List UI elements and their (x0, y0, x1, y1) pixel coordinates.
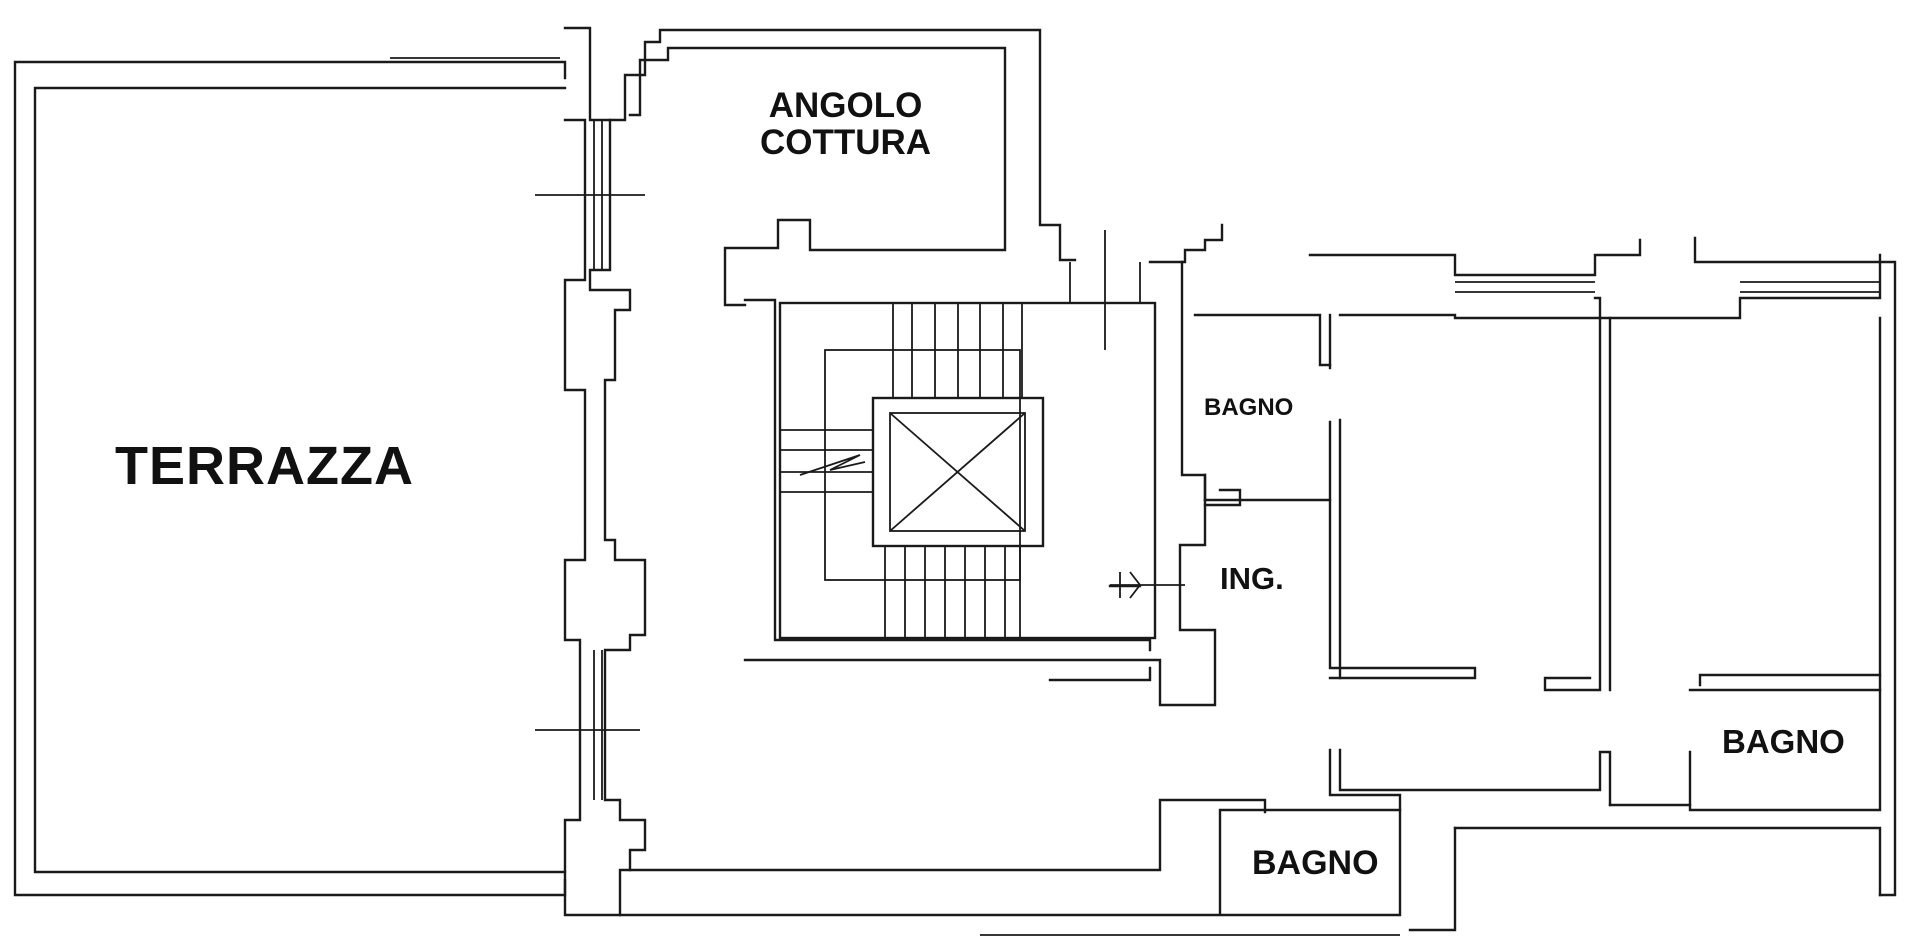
room-label-angolo-cottura: ANGOLO COTTURA (760, 86, 932, 162)
stair-steps-bottom (884, 546, 1021, 640)
room-label-bagno-right: BAGNO (1722, 723, 1845, 760)
room-label-ingresso: ING. (1220, 561, 1284, 596)
room-label-angolo: ANGOLO (768, 86, 923, 125)
stair-steps-top (892, 303, 1023, 398)
stair-steps-left (780, 429, 873, 493)
terrace-window-wall (535, 26, 647, 917)
stair-core (743, 230, 1242, 707)
room-label-terrazza: TERRAZZA (115, 436, 414, 496)
room-label-bagno-bottom: BAGNO (1252, 844, 1379, 882)
apartment-walls (1148, 223, 1897, 897)
room-label-cottura: COTTURA (760, 122, 932, 162)
entry-arrow-icon (1110, 571, 1185, 599)
room-label-bagno-small: BAGNO (1204, 394, 1294, 421)
kitchen-walls (608, 28, 1077, 307)
corridor-walls (618, 688, 1882, 936)
